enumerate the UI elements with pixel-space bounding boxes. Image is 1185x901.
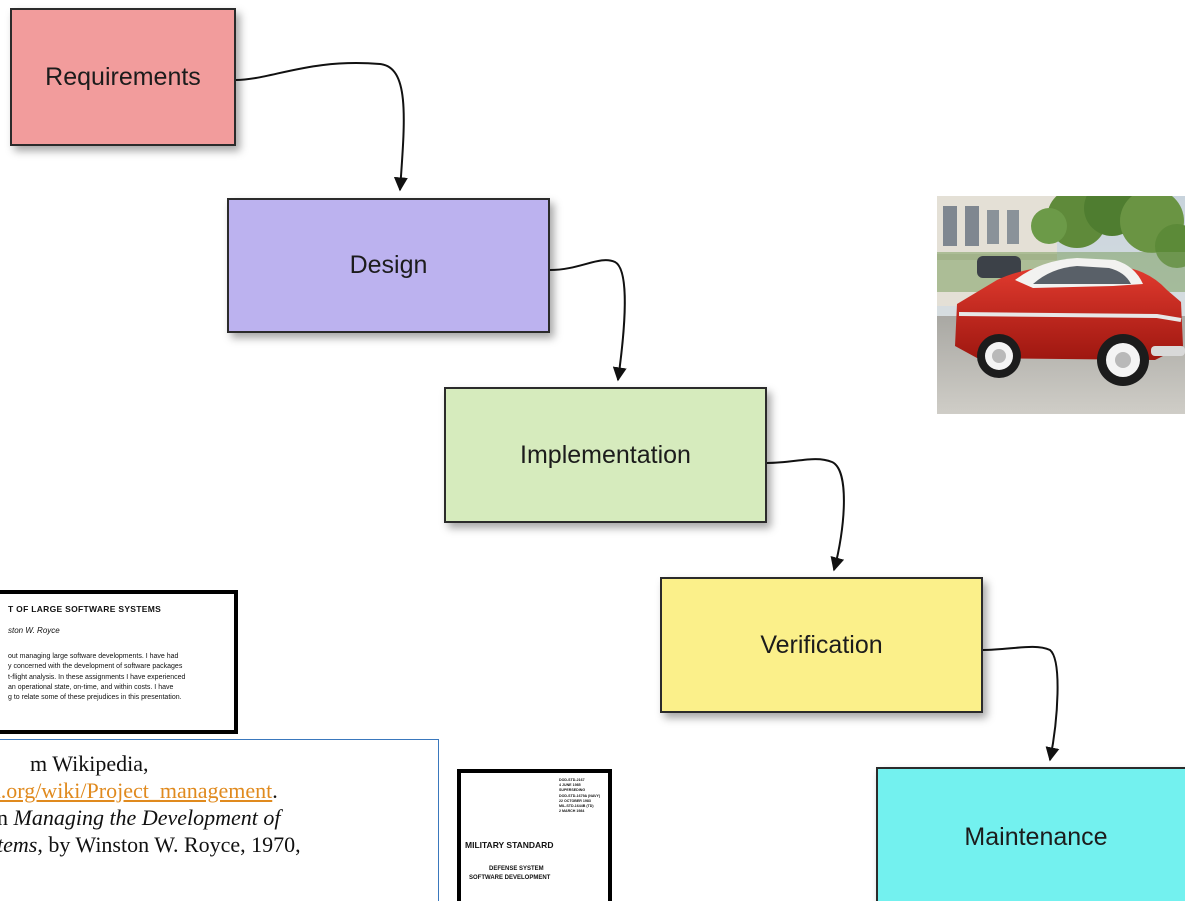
paper-line: g to relate some of these prejudices in … <box>8 694 182 702</box>
paper-line: t-flight analysis. In these assignments … <box>8 673 186 681</box>
milstd-title: MILITARY STANDARD <box>465 840 554 850</box>
milstd-header-line: DOD-STD-2167 <box>559 778 585 782</box>
milstd-header-line: DOD-STD-1679A (NAVY) <box>559 793 601 798</box>
paper-thumbnail: T OF LARGE SOFTWARE SYSTEMS ston W. Royc… <box>0 590 238 734</box>
paper-line: y concerned with the development of soft… <box>8 663 183 671</box>
car-photo <box>937 196 1185 414</box>
stage-label-verification: Verification <box>760 630 883 659</box>
stage-box-implementation: Implementation <box>444 387 767 523</box>
caption-paper-title: Managing the Development of <box>13 805 281 830</box>
milstd-header-line: 22 OCTOBER 1983 <box>559 798 591 803</box>
source-caption-box: m Wikipedia, a.org/wiki/Project_manageme… <box>0 739 439 901</box>
caption-line-1: m Wikipedia, <box>30 751 149 776</box>
paper-line: out managing large software developments… <box>8 653 179 660</box>
stage-label-requirements: Requirements <box>45 62 201 91</box>
stage-label-maintenance: Maintenance <box>964 822 1108 851</box>
milstd-header-line: 4 JUNE 1985 <box>559 783 581 788</box>
caption-line-4: tems, by Winston W. Royce, 1970, <box>0 832 301 858</box>
caption-link-trail: . <box>272 778 278 803</box>
stage-label-design: Design <box>349 251 428 279</box>
wikipedia-link[interactable]: a.org/wiki/Project_management <box>0 778 273 803</box>
stage-box-maintenance: Maintenance <box>876 767 1185 901</box>
caption-line-2: a.org/wiki/Project_management. <box>0 778 278 804</box>
paper-title: T OF LARGE SOFTWARE SYSTEMS <box>8 604 162 614</box>
arrow-verification-to-maintenance <box>982 645 1060 762</box>
stage-box-verification: Verification <box>660 577 983 713</box>
caption-line-3-prefix: n <box>0 805 14 830</box>
arrow-implementation-to-verification <box>766 458 845 572</box>
arrow-requirements-to-design <box>235 62 408 192</box>
caption-paper-title-end: tems <box>0 832 38 857</box>
stage-label-implementation: Implementation <box>520 440 691 469</box>
caption-line-3: n Managing the Development of <box>0 805 281 831</box>
paper-body: out managing large software developments… <box>8 652 185 703</box>
stage-box-design: Design <box>227 198 550 333</box>
milstd-subtitle-1: DEFENSE SYSTEM <box>489 866 544 872</box>
paper-line: an operational state, on-time, and withi… <box>8 683 174 691</box>
arrow-design-to-implementation <box>549 259 627 382</box>
stage-box-requirements: Requirements <box>10 8 236 146</box>
car-photo-image <box>937 196 1185 414</box>
caption-line-4-rest: , by Winston W. Royce, 1970, <box>37 832 301 857</box>
milstd-header-line: SUPERSEDING <box>559 788 586 793</box>
milstd-subtitle-2: SOFTWARE DEVELOPMENT <box>469 875 551 881</box>
milstd-header-line: 2 MARCH 1984 <box>559 809 585 814</box>
milstd-header-line: MIL-STD-1644B (TD) <box>559 804 594 809</box>
paper-author: ston W. Royce <box>8 626 60 635</box>
